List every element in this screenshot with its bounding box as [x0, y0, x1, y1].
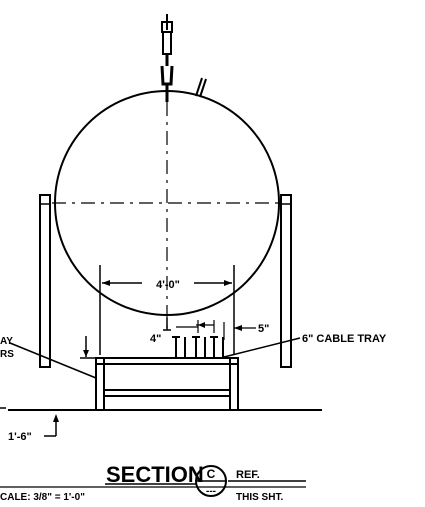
left-label-line2: RS	[0, 349, 14, 360]
section-scale: CALE: 3/8" = 1'-0"	[0, 492, 85, 503]
section-title: SECTION	[106, 462, 204, 487]
stand-spacing-dimension: 4"	[150, 320, 215, 345]
left-label-leader	[9, 342, 97, 379]
tray-height-dimension	[80, 336, 95, 359]
section-ref: REF.	[236, 469, 260, 481]
left-label-line1: AY	[0, 336, 13, 347]
stand-offset-label: 5"	[258, 323, 269, 335]
stand-spacing-label: 4"	[150, 333, 161, 345]
width-dimension-label: 4'-0"	[156, 279, 180, 291]
bottom-height-dimension: 1'-6"	[8, 414, 59, 443]
section-letter: C	[207, 467, 216, 481]
support-legs	[39, 194, 292, 368]
stand-offset-dimension: 5"	[223, 322, 269, 340]
cable-tray	[95, 357, 239, 411]
section-dashes: ---	[206, 486, 216, 497]
tray-stands	[163, 318, 224, 357]
bottom-height-label: 1'-6"	[8, 431, 32, 443]
cable-tray-leader	[223, 337, 301, 358]
width-dimension: 4'-0"	[99, 265, 235, 355]
section-title-block: SECTION C --- REF. CALE: 3/8" = 1'-0" TH…	[0, 462, 306, 503]
cable-tray-label: 6" CABLE TRAY	[302, 333, 387, 345]
top-mast	[160, 14, 207, 102]
section-sheet: THIS SHT.	[236, 492, 283, 503]
